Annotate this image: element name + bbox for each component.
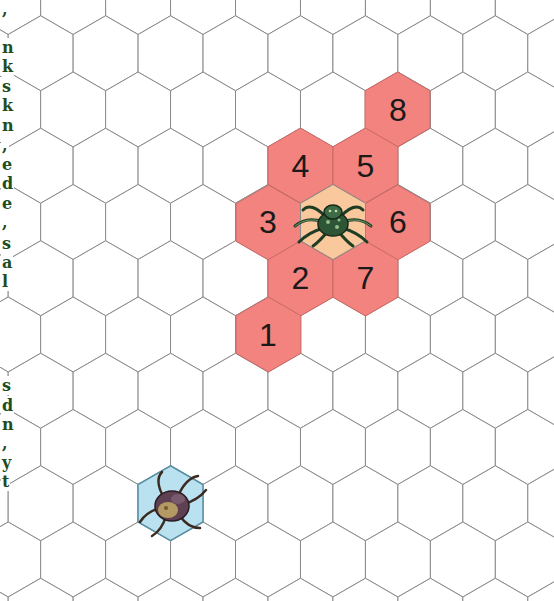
- hex-cell: [138, 578, 203, 601]
- side-text: ,: [1, 136, 9, 155]
- side-text: t: [1, 472, 10, 491]
- side-text: y: [1, 453, 12, 472]
- side-text: s: [1, 77, 12, 96]
- creature-token: [295, 205, 371, 246]
- side-text: ,: [1, 213, 9, 232]
- hex-cell: [398, 578, 463, 601]
- area-number: 3: [259, 206, 277, 238]
- hex-cell: [203, 578, 268, 601]
- hex-cell: [528, 578, 554, 601]
- creature-token: [140, 472, 206, 536]
- hex-cell: [0, 578, 8, 601]
- side-text: ,: [1, 434, 9, 453]
- hex-cell: [463, 578, 528, 601]
- side-text: n: [1, 38, 15, 57]
- hex-cell: [8, 578, 73, 601]
- occupied-hex: [301, 185, 366, 260]
- side-text: ,: [1, 0, 9, 19]
- area-number: 8: [389, 94, 407, 126]
- area-number: 1: [259, 319, 277, 351]
- side-text: s: [1, 234, 12, 253]
- area-number: 5: [357, 150, 375, 182]
- side-text: s: [1, 376, 12, 395]
- side-text: n: [1, 116, 15, 135]
- side-text: e: [1, 194, 13, 213]
- side-text: a: [1, 253, 13, 272]
- side-text: k: [1, 96, 14, 115]
- player-hex: [138, 466, 203, 541]
- area-hex: 1: [236, 297, 301, 372]
- side-text: l: [1, 272, 9, 291]
- highlight-hex: [236, 297, 301, 372]
- side-text: d: [1, 396, 14, 415]
- area-number: 4: [292, 150, 310, 182]
- hex-cell: [73, 578, 138, 601]
- area-number: 6: [389, 206, 407, 238]
- side-text: e: [1, 155, 13, 174]
- hex-cell: [268, 578, 333, 601]
- hex-cell: [333, 578, 398, 601]
- side-text: k: [1, 57, 14, 76]
- side-text: n: [1, 415, 15, 434]
- area-number: 7: [357, 262, 375, 294]
- area-number: 2: [292, 262, 310, 294]
- side-text: d: [1, 174, 14, 193]
